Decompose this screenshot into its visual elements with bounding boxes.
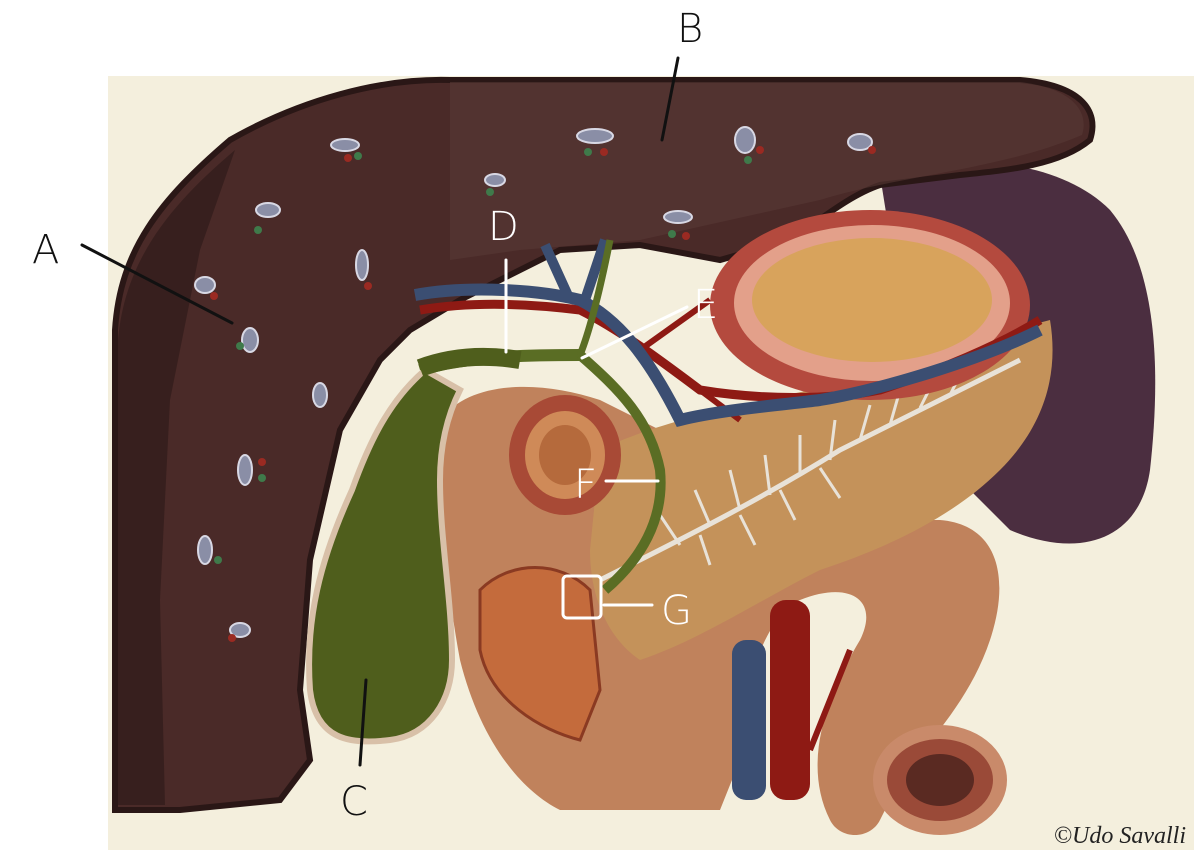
triad-vessel-dot	[258, 474, 266, 482]
triad-vessel-dot	[868, 146, 876, 154]
triad-vessel-dot	[756, 146, 764, 154]
triad-vessel-dot	[344, 154, 352, 162]
label-g: G	[661, 588, 692, 634]
duodenum-mucosa	[478, 566, 602, 742]
pancreas	[590, 320, 1053, 660]
gallbladder	[306, 366, 464, 745]
portal-triad	[847, 133, 873, 151]
label-g-box	[561, 574, 603, 620]
portal-triad	[229, 622, 251, 638]
leader-line-c	[358, 678, 368, 767]
portal-triad	[330, 138, 360, 152]
portal-triad	[484, 173, 506, 187]
leader-line-b	[660, 56, 680, 142]
duodenum-section-lumen	[539, 425, 591, 485]
triad-vessel-dots	[210, 146, 876, 642]
vein-branch	[540, 238, 610, 303]
leader-line-a	[80, 243, 234, 325]
label-d: D	[488, 204, 519, 250]
hepatic-duct	[576, 239, 614, 357]
triad-vessel-dot	[210, 292, 218, 300]
pancreatic-duct	[598, 357, 1022, 583]
portal-triads	[194, 126, 873, 638]
common-bile-duct	[576, 351, 666, 594]
portal-triad	[255, 202, 281, 218]
label-lines	[80, 56, 689, 767]
label-b: B	[677, 6, 703, 52]
portal-triad	[576, 128, 614, 144]
aorta	[770, 600, 810, 800]
portal-triad	[197, 535, 213, 565]
inferior-vena-cava	[732, 640, 766, 800]
triad-vessel-dot	[258, 458, 266, 466]
portal-vein	[413, 283, 1043, 427]
portal-triad	[663, 210, 693, 224]
label-f: F	[574, 462, 597, 508]
stomach-lumen	[752, 238, 992, 362]
liver-left-shading	[118, 150, 235, 805]
triad-vessel-dot	[228, 634, 236, 642]
triad-vessel-dot	[668, 230, 676, 238]
triad-vessel-dot	[214, 556, 222, 564]
liver-upper-shading	[450, 82, 1084, 260]
portal-triad	[241, 327, 259, 353]
leader-line-e	[580, 305, 689, 360]
triad-vessel-dot	[600, 148, 608, 156]
triad-vessel-dot	[584, 148, 592, 156]
label-c: C	[340, 779, 368, 825]
portal-triad	[194, 276, 216, 294]
gallbladder-neck	[416, 347, 522, 377]
copyright-credit: ©Udo Savalli	[1053, 823, 1186, 849]
triad-vessel-dot	[254, 226, 262, 234]
triad-vessel-dot	[236, 342, 244, 350]
portal-triad	[734, 126, 756, 154]
intestine-lumen	[906, 754, 974, 806]
triad-vessel-dot	[682, 232, 690, 240]
triad-vessel-dot	[354, 152, 362, 160]
triad-vessel-dot	[486, 188, 494, 196]
portal-triad	[355, 249, 369, 281]
portal-triad	[237, 454, 253, 486]
portal-triad	[312, 382, 328, 408]
triad-vessel-dot	[744, 156, 752, 164]
label-e: E	[693, 282, 718, 328]
label-a: A	[32, 227, 59, 273]
triad-vessel-dot	[364, 282, 372, 290]
